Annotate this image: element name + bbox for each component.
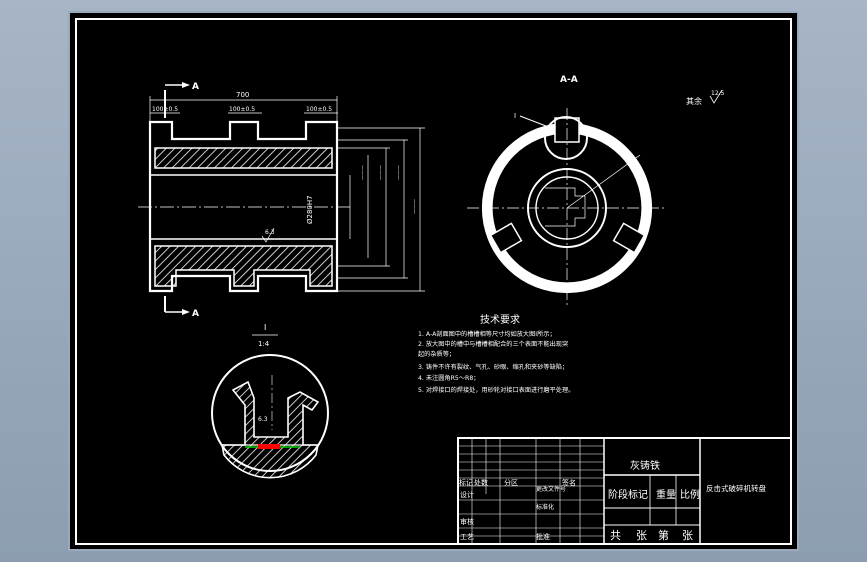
title-block xyxy=(457,437,792,545)
detail-roughness: 6.3 xyxy=(258,416,268,423)
section-mark-bottom: A xyxy=(192,309,199,319)
tech-line-6: 5. 对焊接口的焊接处，用砂轮对接口表面进行磨平处理。 xyxy=(418,386,574,394)
front-section-view: A A 700 100±0.5 100±0.5 100±0.5 xyxy=(138,82,425,319)
dim-slot-3: 100±0.5 xyxy=(306,106,332,113)
dim-slot-1: 100±0.5 xyxy=(152,106,178,113)
svg-text:———: ——— xyxy=(378,165,384,180)
svg-text:———: ——— xyxy=(412,199,418,214)
material: 灰铸铁 xyxy=(630,459,660,472)
label-sheets: 张 xyxy=(636,529,647,542)
label-approve: 批准 xyxy=(536,532,550,541)
label-weight: 重量 xyxy=(656,488,676,501)
tech-line-3: 起的杂质等； xyxy=(418,350,455,358)
detail-view: I 1:4 6.3 xyxy=(211,323,329,479)
dim-overall-length: 700 xyxy=(236,91,249,99)
technical-requirements: 技术要求 1. A-A剖面图中的槽槽相等尺寸均如放大图I所示； 2. 放大图中的… xyxy=(418,313,574,394)
label-total: 共 xyxy=(610,529,621,542)
tech-line-4: 3. 铸件不许有裂纹、气孔、砂眼、缩孔和夹砂等缺陷； xyxy=(418,363,568,371)
tech-heading: 技术要求 xyxy=(480,313,520,326)
surface-note-value: 12.5 xyxy=(711,90,725,97)
label-zone: 分区 xyxy=(504,478,518,487)
dim-slot-2: 100±0.5 xyxy=(229,106,255,113)
section-title: A-A xyxy=(560,75,578,85)
label-count: 处数 xyxy=(474,478,488,487)
label-page: 第 xyxy=(658,528,669,542)
surface-note-label: 其余 xyxy=(686,96,702,106)
label-signature: 签名 xyxy=(562,478,576,487)
svg-text:———: ——— xyxy=(360,165,366,180)
part-name: 反击式破碎机转盘 xyxy=(706,483,766,493)
label-review: 审核 xyxy=(460,517,474,526)
label-sheet: 张 xyxy=(682,529,693,542)
tech-line-1: 1. A-A剖面图中的槽槽相等尺寸均如放大图I所示； xyxy=(418,330,556,338)
label-change-doc: 更改文件号 xyxy=(536,485,566,493)
label-process: 工艺 xyxy=(460,533,474,541)
label-mark: 标记 xyxy=(459,478,473,487)
svg-text:———: ——— xyxy=(396,165,402,180)
detail-label: I xyxy=(264,323,266,332)
tech-line-2: 2. 放大图中的槽中与槽槽相配合的三个表面不能出现突 xyxy=(418,340,568,348)
tech-line-5: 4. 未注圆角R5～R8； xyxy=(418,374,479,382)
drawing-frame xyxy=(75,18,792,545)
detail-ref: I xyxy=(514,112,516,120)
roughness-front: 6.3 xyxy=(265,229,275,236)
aa-section-view: A-A I xyxy=(467,75,667,308)
drawing-sheet xyxy=(70,13,797,549)
section-mark-top: A xyxy=(192,82,199,92)
label-scale: 比例 xyxy=(680,488,700,501)
label-stage-mark: 阶段标记 xyxy=(608,488,648,501)
label-design: 设计 xyxy=(460,490,474,499)
detail-scale: 1:4 xyxy=(258,340,270,348)
dim-bore: Ø280H7 xyxy=(306,195,314,224)
title-block-text: 灰铸铁 反击式破碎机转盘 标记 处数 分区 更改文件号 签名 设计 标准化 审核… xyxy=(459,459,766,542)
label-standardize: 标准化 xyxy=(536,503,554,511)
surface-finish-note: 其余 12.5 xyxy=(686,89,725,106)
